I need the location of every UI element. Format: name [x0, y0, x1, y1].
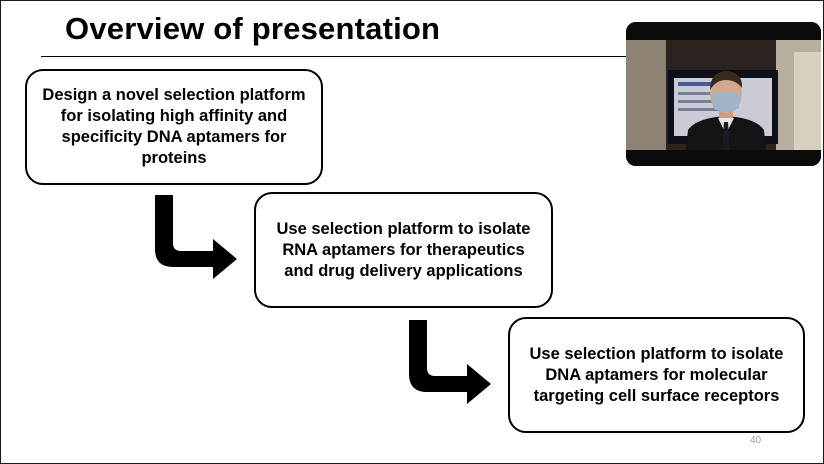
step-text-3: Use selection platform to isolate DNA ap… [529, 344, 784, 405]
step-text-2: Use selection platform to isolate RNA ap… [276, 219, 531, 280]
slide-title: Overview of presentation [65, 11, 441, 46]
step-box-1: Design a novel selection platform for is… [25, 69, 323, 185]
step-box-2: Use selection platform to isolate RNA ap… [254, 192, 553, 308]
slide-page-number: 40 [750, 435, 762, 446]
step-box-3: Use selection platform to isolate DNA ap… [508, 317, 805, 433]
curved-down-right-arrow-icon [155, 195, 237, 279]
curved-down-right-arrow-icon [409, 320, 491, 404]
presenter-video-frame [626, 22, 821, 166]
step-text-1: Design a novel selection platform for is… [42, 86, 306, 167]
title-underline [41, 56, 783, 57]
presenter-webcam-video [626, 22, 821, 166]
